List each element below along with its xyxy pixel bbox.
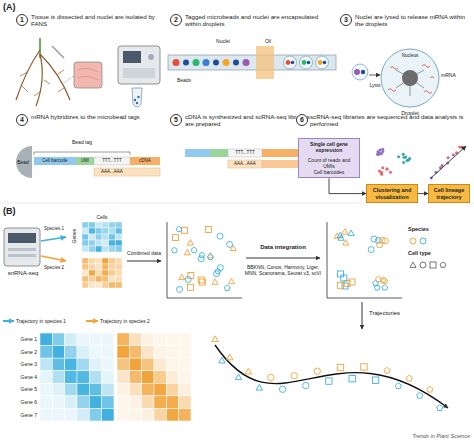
cell-barcode-bar — [34, 157, 76, 165]
annotation-label: UMI — [76, 158, 94, 163]
annotation-label: Species 1 — [40, 226, 68, 232]
step-caption: Nuclei are lysed to release mRNA within … — [355, 13, 470, 28]
root-illustration — [16, 38, 70, 106]
bead-tag-bracket — [34, 152, 130, 155]
node-title: Clustering and visualization — [369, 187, 415, 200]
scalpel — [52, 46, 64, 58]
step-number: 2 — [170, 14, 182, 26]
annotation-label: Nuclei — [208, 38, 238, 44]
annotation-label: Data integration — [244, 244, 322, 251]
annotation-label: Bead tag — [62, 139, 102, 145]
step-caption: Tagged microbeads and nuclei are encapsu… — [185, 13, 330, 28]
node-title: 3 — [341, 15, 351, 25]
process-arrow — [127, 261, 161, 262]
node-title: 5 — [171, 115, 181, 125]
trajectory-arrow — [3, 320, 14, 322]
annotation-label: mRNA — [441, 72, 471, 78]
droplet-zoom — [381, 49, 439, 107]
annotation-label: Cells — [82, 214, 122, 220]
node-text: Count of reads and UMIs — [302, 157, 356, 170]
flow-arrow — [329, 178, 366, 193]
panel-letter: (B) — [3, 206, 27, 217]
annotation-label: AAA...AAA — [228, 161, 262, 166]
gene-label: Gene 6 — [3, 399, 37, 405]
node-title: 4 — [17, 115, 27, 125]
analysis-box: Clustering and visualization — [366, 184, 418, 203]
species-arrow — [41, 237, 66, 241]
annotation-label: Cell type — [408, 250, 468, 257]
annotation-label: cDNA — [130, 158, 160, 163]
step-caption: scRNA-seq libraries are sequenced and da… — [310, 113, 470, 128]
annotation-label: snRNA-seq — [0, 270, 46, 277]
process-arrow — [362, 302, 363, 329]
annotation-label: Combined data — [124, 250, 164, 256]
droplets — [284, 56, 329, 69]
step-caption: mRNA hybridizes to the microbead tags — [31, 113, 171, 120]
small-droplet — [352, 64, 368, 80]
step-caption: Tissue is dissected and nuclei are isola… — [31, 13, 161, 28]
cdna-bar — [130, 157, 160, 165]
analysis-box: Cell lineage trajectory — [428, 184, 470, 203]
annotation-label: Genes — [71, 224, 77, 248]
gene-label: Gene 2 — [3, 349, 37, 355]
step-number: 6 — [296, 114, 308, 126]
gene-label: Gene 7 — [3, 412, 37, 418]
beads — [173, 59, 250, 66]
umi-bar — [76, 157, 94, 165]
mrna-bar — [94, 168, 160, 176]
annotation-label: Trajectory in species 1 — [16, 318, 82, 324]
flow-arrow — [418, 193, 428, 194]
gene-label: Gene 3 — [3, 361, 37, 367]
process-arrow — [246, 258, 320, 259]
oil-channel — [256, 46, 274, 79]
tube — [132, 88, 142, 107]
node-title: 2 — [171, 15, 181, 25]
plot-axes — [327, 222, 402, 298]
step-number: 5 — [170, 114, 182, 126]
credit-line: Trends in Plant Science — [370, 433, 470, 440]
species-arrow — [41, 256, 66, 261]
step-number: 1 — [16, 14, 28, 26]
step-number: 4 — [16, 114, 28, 126]
annotation-label: Bead — [14, 159, 32, 165]
node-title: 1 — [17, 15, 27, 25]
annotation-label: Oil — [256, 38, 280, 44]
annotation-label: AAA...AAA — [94, 169, 130, 174]
sorter-machine — [118, 46, 160, 84]
bead — [402, 70, 418, 86]
annotation-label: Species 2 — [40, 265, 68, 271]
tissue-zoom — [74, 62, 102, 88]
node-title: Single cell gene expression — [302, 141, 356, 154]
panel-letter: (A) — [3, 2, 27, 13]
annotation-label: TTT...TTT — [228, 150, 262, 155]
gene-label: Gene 4 — [3, 374, 37, 380]
annotation-label: Beads — [168, 77, 200, 83]
trajectory-arrow — [86, 320, 98, 322]
node-title: Cell lineage trajectory — [431, 187, 467, 200]
annotation-label: Trajectories — [369, 310, 419, 317]
mrna-strands — [388, 65, 434, 94]
annotation-label: Lysis — [362, 82, 388, 88]
annotation-label: BBKNN, Conos, Harmony, Liger, MNN, Scano… — [244, 264, 322, 276]
annotation-label: Cell barcode — [34, 158, 76, 163]
step-number: 3 — [340, 14, 352, 26]
gene-label: Gene 1 — [3, 336, 37, 342]
annotation-label: TTT...TTT — [94, 158, 130, 163]
annotation-label: Species — [408, 226, 468, 233]
plot-marks — [40, 145, 466, 421]
polyt-bar — [94, 157, 130, 165]
plot-axes — [167, 222, 242, 298]
annotation-label: Nucleus — [392, 53, 428, 59]
sequencer — [4, 228, 40, 266]
node-text: Cell barcodes — [302, 169, 356, 175]
lysis-arrow — [369, 75, 380, 76]
node-title: 6 — [297, 115, 307, 125]
channel — [168, 55, 336, 70]
gene-label: Gene 5 — [3, 386, 37, 392]
expression-box: Single cell gene expressionCount of read… — [298, 138, 360, 178]
annotation-label: Trajectory in species 2 — [100, 318, 166, 324]
